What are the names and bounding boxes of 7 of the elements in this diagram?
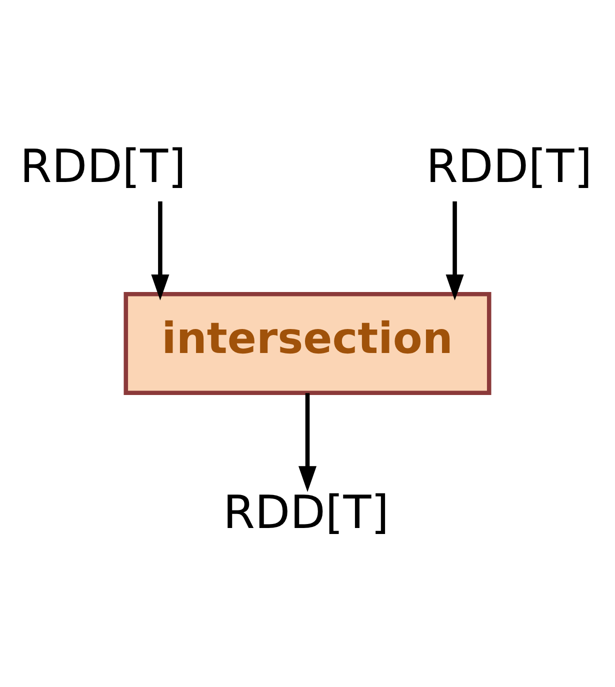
node-box: intersection (124, 292, 492, 395)
arrow (446, 201, 464, 300)
arrow (298, 393, 317, 492)
node-text: RDD[T] (223, 486, 390, 540)
node-text: RDD[T] (426, 140, 592, 194)
node-text: RDD[T] (20, 140, 186, 194)
arrow (151, 201, 170, 300)
